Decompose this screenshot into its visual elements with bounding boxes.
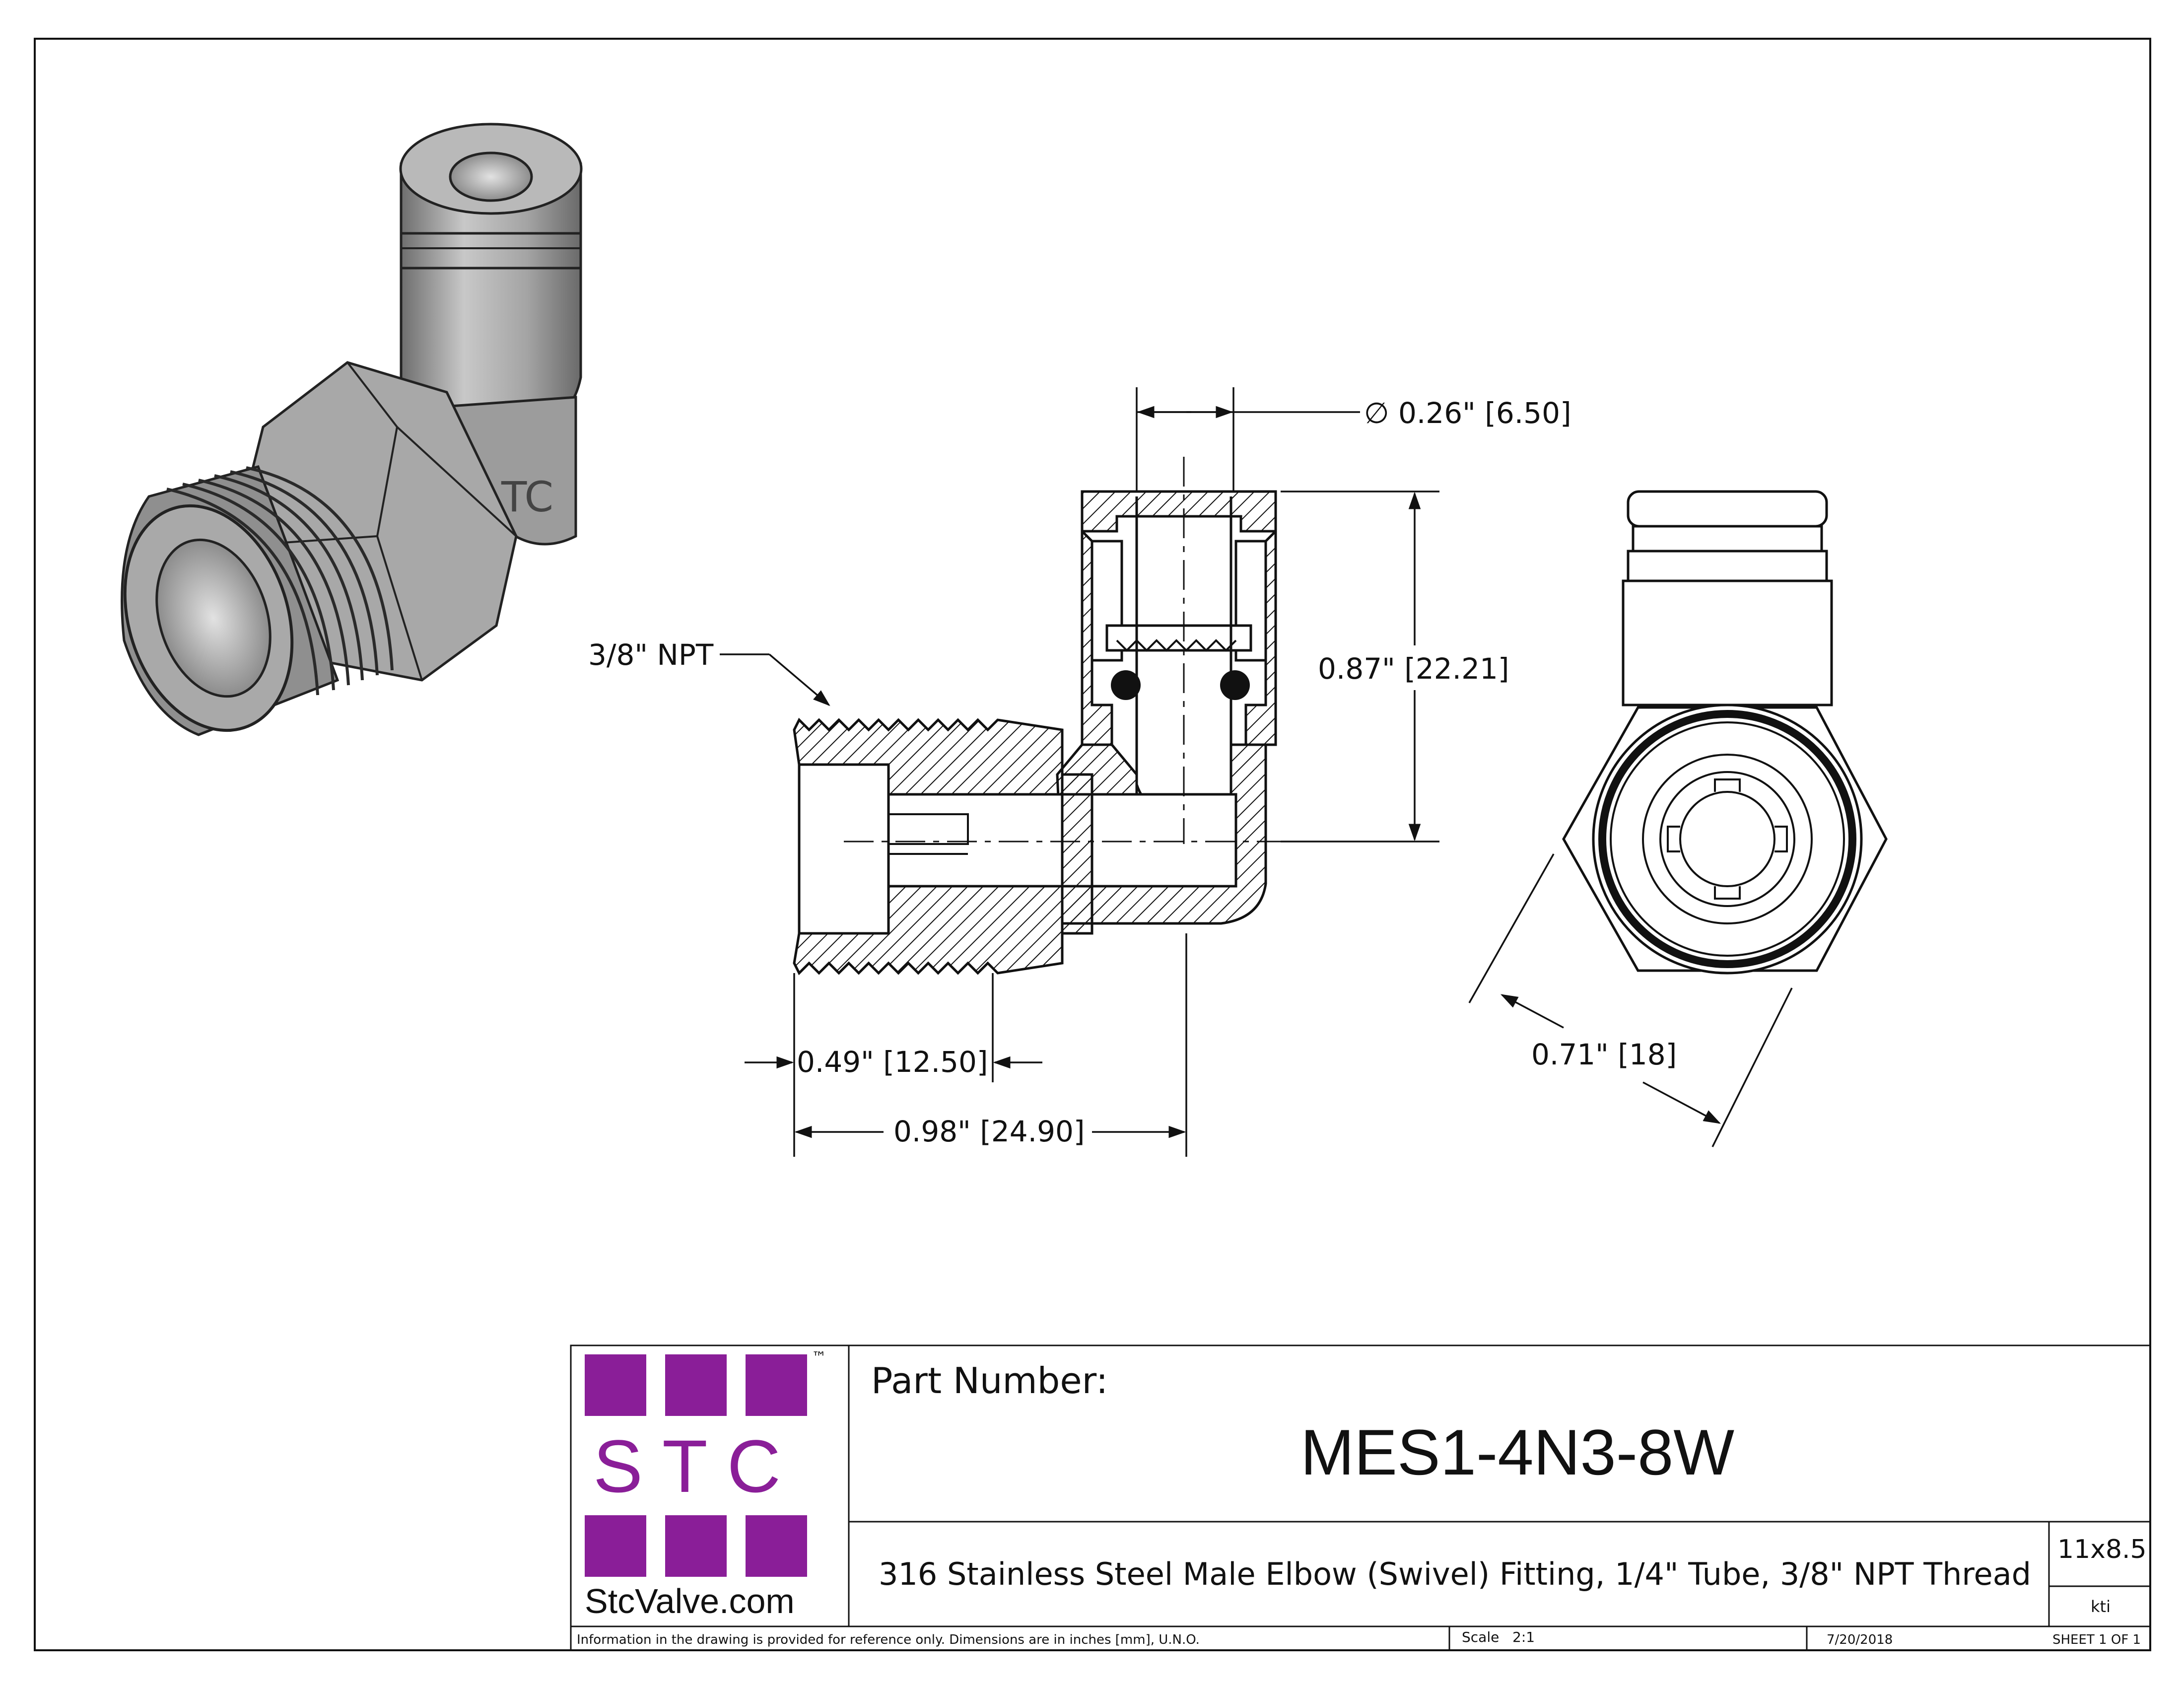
hex-dimension: 0.71" [18] <box>1531 1038 1677 1071</box>
drawn-by: kti <box>2091 1597 2111 1616</box>
diameter-dimension: ∅ 0.26" [6.50] <box>1364 396 1571 430</box>
reference-note: Information in the drawing is provided f… <box>577 1632 1200 1647</box>
sheet-number: SHEET 1 OF 1 <box>2052 1632 2141 1647</box>
logo-url: StcValve.com <box>585 1582 795 1620</box>
part-description: 316 Stainless Steel Male Elbow (Swivel) … <box>879 1556 2032 1592</box>
logo-letters: S T C <box>593 1424 781 1508</box>
logo-square <box>746 1515 807 1577</box>
logo-trademark: ™ <box>812 1349 826 1366</box>
logo-square <box>585 1354 646 1416</box>
logo-square <box>746 1354 807 1416</box>
title-block-frame <box>570 1344 2151 1651</box>
logo-square <box>665 1515 727 1577</box>
dimension-lines <box>720 387 1793 1157</box>
engagement-dimension: 0.49" [12.50] <box>797 1045 988 1079</box>
section-view <box>793 457 1310 976</box>
drawing-date: 7/20/2018 <box>1827 1632 1893 1647</box>
height-dimension: 0.87" [22.21] <box>1318 652 1509 686</box>
part-number: MES1-4N3-8W <box>1300 1416 1735 1488</box>
logo-square <box>665 1354 727 1416</box>
end-view <box>1562 490 1888 975</box>
drawing-scale: Scale 2:1 <box>1462 1629 1535 1645</box>
length-dimension: 0.98" [24.90] <box>893 1115 1085 1148</box>
part-number-label: Part Number: <box>871 1360 1108 1402</box>
sheet-size: 11x8.5 <box>2057 1535 2147 1564</box>
thread-callout: 3/8" NPT <box>588 638 714 672</box>
logo-square <box>585 1515 646 1577</box>
isometric-view: TC <box>121 123 583 736</box>
iso-stamp: TC <box>501 473 553 521</box>
